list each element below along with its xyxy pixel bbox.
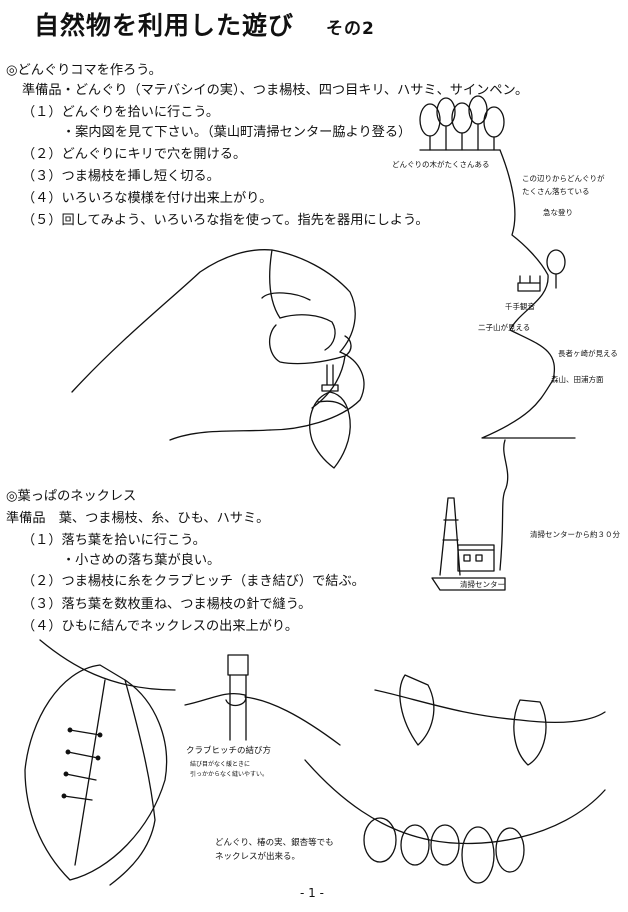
section2-step-3: （３）落ち葉を数枚重ね、つま楊枝の針で縫う。 (22, 597, 312, 612)
section1-heading: ◎どんぐりコマを作ろう。 (6, 63, 162, 78)
title-text: 自然物を利用した遊び (34, 11, 295, 40)
leaf-necklace-illustration (24, 639, 176, 886)
map-label-acorns-falling-1: この辺りからどんぐりが (522, 174, 605, 183)
map-label-acorns-falling-2: たくさん落ちている (522, 187, 590, 196)
page-title: 自然物を利用した遊び その2 (34, 6, 375, 42)
section2-materials: 準備品 葉、つま楊枝、糸、ひも、ハサミ。 (6, 511, 270, 526)
map-tree-cluster-icon (419, 95, 505, 151)
acorn-necklace-caption-2: ネックレスが出来る。 (215, 852, 301, 862)
acorn-necklace-illustration (304, 674, 606, 884)
section1-materials: 準備品・どんぐり（マテバシイの実）、つま楊枝、四つ目キリ、ハサミ、サインペン。 (22, 83, 529, 98)
clove-hitch-note-1: 結び目がなく緩ときに (190, 761, 251, 768)
map-label-30min: 清掃センターから約３０分 (530, 530, 620, 539)
map-label-cleaning-center: 清掃センター (460, 580, 505, 589)
section2-step-1-note: ・小さめの落ち葉が良い。 (62, 553, 221, 568)
section1-step-4: （４）いろいろな模様を付け出来上がり。 (22, 191, 273, 206)
section2-step-2: （２）つま楊枝に糸をクラブヒッチ（まき結び）で結ぶ。 (22, 574, 365, 589)
map-label-senju-kannon: 千手観音 (505, 302, 535, 311)
section1-step-2: （２）どんぐりにキリで穴を開ける。 (22, 147, 247, 162)
page-number: - 1 - (300, 886, 324, 900)
title-subtitle: その2 (326, 19, 375, 39)
map-label-futagoyama: 二子山が見える (478, 323, 531, 332)
section2-heading: ◎葉っぱのネックレス (6, 489, 137, 504)
hand-spinning-acorn-illustration (71, 249, 365, 469)
clove-hitch-caption: クラブヒッチの結び方 (186, 746, 272, 756)
clove-hitch-illustration (184, 654, 341, 746)
section2-step-4: （４）ひもに結んでネックレスの出来上がり。 (22, 619, 299, 634)
clove-hitch-note-2: 引っかからなく縫いやすい。 (190, 771, 269, 778)
section1-step-3: （３）つま楊枝を挿し短く切る。 (22, 169, 220, 184)
map-label-steep-climb: 急な登り (543, 208, 573, 217)
map-trail-route (481, 149, 576, 571)
section2-step-1: （１）落ち葉を拾いに行こう。 (22, 533, 206, 548)
acorn-necklace-caption-1: どんぐり、椿の実、銀杏等でも (215, 838, 334, 848)
section1-step-5: （５）回してみよう、いろいろな指を使って。指先を器用にしよう。 (22, 213, 429, 228)
cleaning-center-building-icon (431, 497, 506, 591)
map-label-moriyama: 森山、田浦方面 (551, 375, 604, 384)
map-label-acorn-trees: どんぐりの木がたくさんある (392, 160, 490, 169)
map-label-chojagasaki: 長者ヶ崎が見える (558, 349, 618, 358)
section1-step-1: （１）どんぐりを拾いに行こう。 (22, 105, 220, 120)
section1-step-1-note: ・案内図を見て下さい。（葉山町清掃センター脇より登る） (62, 125, 412, 140)
